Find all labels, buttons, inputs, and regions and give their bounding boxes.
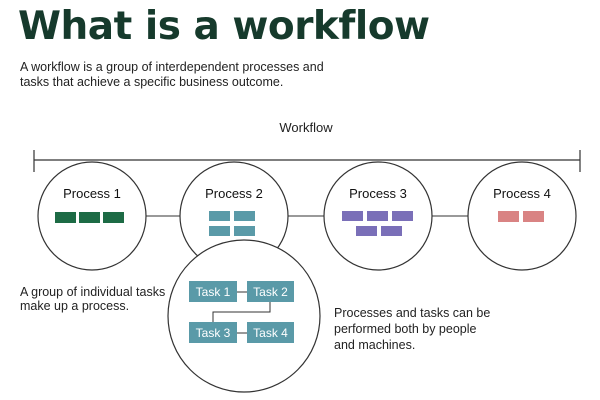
task-4-box	[247, 322, 294, 343]
task-block	[234, 211, 255, 221]
task-3-label: Task 3	[196, 326, 231, 340]
process-3-task-blocks	[342, 211, 413, 236]
process-2-label: Process 2	[205, 186, 263, 201]
task-block	[55, 212, 76, 223]
task-block	[381, 226, 402, 236]
process-1-label: Process 1	[63, 186, 121, 201]
workflow-bracket	[33, 150, 581, 172]
task-block	[367, 211, 388, 221]
process-4-task-blocks	[498, 211, 544, 222]
process-4-label: Process 4	[493, 186, 551, 201]
note-right: Processes and tasks can be performed bot…	[334, 306, 491, 352]
process-4-circle	[467, 161, 577, 271]
task-3-box	[189, 322, 237, 343]
task-block	[392, 211, 413, 221]
note-left: A group of individual tasks make up a pr…	[20, 285, 166, 313]
task-1-label: Task 1	[196, 285, 231, 299]
task-2-box	[247, 281, 294, 302]
process-2-task-blocks	[209, 211, 255, 236]
page-title: What is a workflow	[18, 4, 430, 49]
task-block	[356, 226, 377, 236]
task-block	[103, 212, 124, 223]
task-block	[79, 212, 100, 223]
task-block	[234, 226, 255, 236]
task-2-label: Task 2	[253, 285, 288, 299]
task-block	[209, 211, 230, 221]
page-subtitle: A workflow is a group of interdependent …	[20, 60, 324, 89]
process-3-label: Process 3	[349, 186, 407, 201]
task-block	[523, 211, 544, 222]
task-block	[498, 211, 519, 222]
task-4-label: Task 4	[253, 326, 288, 340]
zoom-circle	[167, 239, 321, 393]
workflow-label: Workflow	[279, 120, 333, 135]
task-block	[342, 211, 363, 221]
task-2-3-connector	[212, 302, 271, 322]
process-1-task-blocks	[55, 212, 124, 223]
task-1-box	[189, 281, 237, 302]
task-block	[209, 226, 230, 236]
